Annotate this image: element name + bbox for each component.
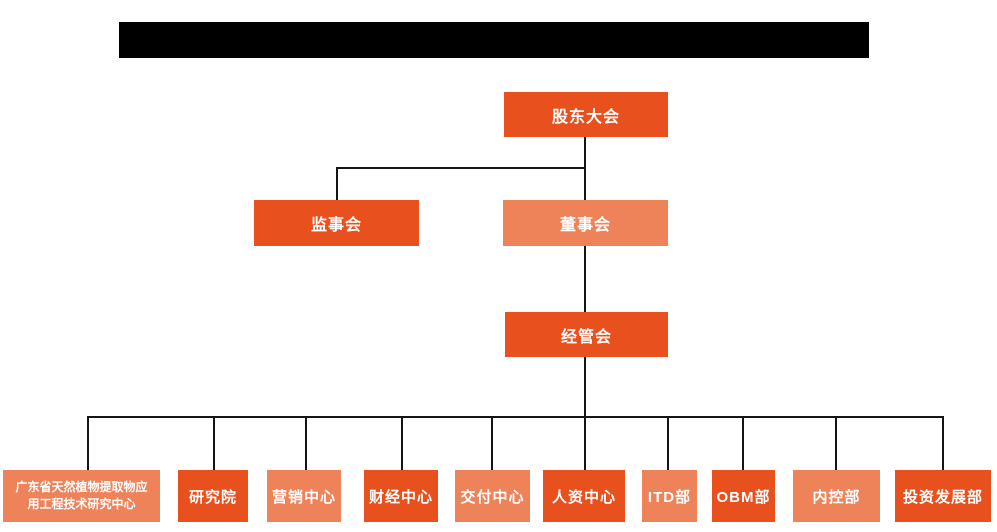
connector-line (213, 416, 215, 471)
connector-line (401, 416, 403, 471)
connector-line (742, 416, 744, 471)
connector-line (491, 416, 493, 471)
connector-line (584, 246, 586, 312)
node-label: 广东省天然植物提取物应用工程技术研究中心 (15, 479, 148, 511)
node-dept-itd: ITD部 (642, 470, 697, 522)
node-label: ITD部 (647, 488, 692, 506)
node-dept-research-center: 广东省天然植物提取物应用工程技术研究中心 (3, 470, 160, 522)
node-shareholders-meeting: 股东大会 (504, 92, 668, 137)
node-dept-internal-control: 内控部 (793, 470, 880, 522)
node-label: 财经中心 (368, 488, 433, 506)
connector-line (667, 416, 669, 471)
node-label: 股东大会 (551, 108, 620, 126)
node-label: 投资发展部 (902, 488, 983, 506)
redacted-title-bar (119, 22, 869, 58)
connector-line (305, 416, 307, 471)
connector-line (942, 416, 944, 471)
connector-line (584, 137, 586, 201)
node-board-of-directors: 董事会 (503, 200, 668, 246)
connector-line (584, 416, 586, 471)
node-label: 内控部 (812, 488, 861, 506)
node-label: 董事会 (559, 217, 611, 234)
node-dept-delivery-center: 交付中心 (455, 470, 530, 522)
node-label: 经管会 (560, 328, 612, 346)
connector-line (336, 167, 586, 169)
node-label: 研究院 (188, 488, 237, 506)
connector-line (336, 167, 338, 201)
connector-line (835, 416, 837, 471)
node-dept-obm: OBM部 (712, 470, 775, 522)
node-supervisory-board: 监事会 (254, 200, 419, 246)
node-label: 交付中心 (460, 488, 525, 506)
node-label: 人资中心 (551, 488, 616, 506)
node-label: OBM部 (716, 488, 771, 506)
node-label: 营销中心 (271, 488, 336, 506)
node-management-committee: 经管会 (505, 312, 668, 357)
connector-line (87, 416, 944, 418)
node-dept-investment-development: 投资发展部 (895, 470, 991, 522)
node-dept-finance-center: 财经中心 (364, 470, 438, 522)
node-dept-marketing-center: 营销中心 (267, 470, 341, 522)
node-dept-research-institute: 研究院 (178, 470, 248, 522)
node-dept-hr-center: 人资中心 (543, 470, 625, 522)
node-label: 监事会 (310, 217, 362, 234)
connector-line (87, 416, 89, 471)
connector-line (584, 357, 586, 417)
